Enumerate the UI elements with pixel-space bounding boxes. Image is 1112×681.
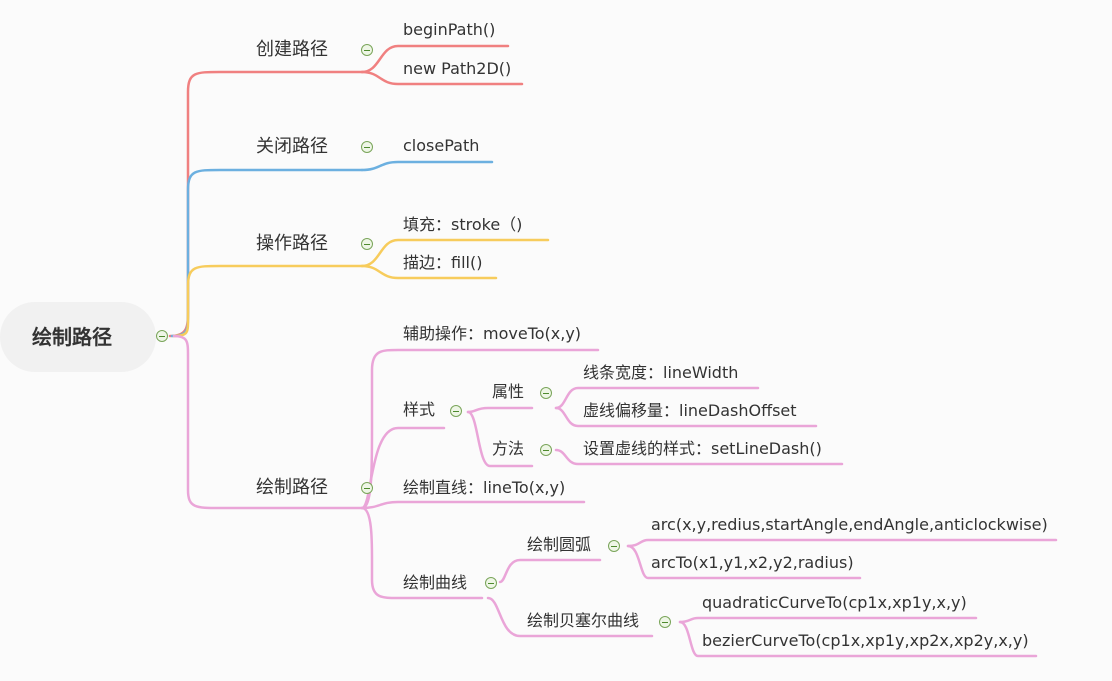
node-draw-bezier[interactable]: 绘制贝塞尔曲线 xyxy=(527,611,640,630)
connector-style xyxy=(360,426,446,510)
collapse-icon[interactable] xyxy=(450,405,462,417)
leaf-arcto[interactable]: arcTo(x1,y1,x2,y2,radius) xyxy=(651,553,854,572)
branch-draw-path[interactable]: 绘制路径 xyxy=(256,477,328,498)
node-draw-arc[interactable]: 绘制圆弧 xyxy=(527,535,592,554)
connector-fill-stroke xyxy=(360,238,550,268)
node-moveto[interactable]: 辅助操作：moveTo(x,y) xyxy=(403,324,582,343)
connector-bezier-group xyxy=(486,596,654,638)
leaf-linewidth[interactable]: 线条宽度：lineWidth xyxy=(583,363,739,382)
root-node[interactable] xyxy=(0,302,156,372)
collapse-icon[interactable] xyxy=(485,577,497,589)
connector-root-draw xyxy=(172,334,364,510)
connector-root-operate xyxy=(172,264,364,338)
collapse-icon[interactable] xyxy=(608,540,620,552)
connector-close-path xyxy=(360,160,494,172)
branch-operate-path[interactable]: 操作路径 xyxy=(256,233,328,254)
connector-stroke-fill xyxy=(360,264,498,280)
connector-arcto xyxy=(626,544,862,580)
node-style[interactable]: 样式 xyxy=(403,400,436,419)
leaf-fill-stroke[interactable]: 填充：stroke（) xyxy=(403,215,523,234)
branch-create-path[interactable]: 创建路径 xyxy=(256,39,328,60)
collapse-icon[interactable] xyxy=(361,482,373,494)
connector-arc-group xyxy=(498,558,602,584)
branch-close-path[interactable]: 关闭路径 xyxy=(256,136,328,157)
collapse-icon[interactable] xyxy=(156,330,168,342)
leaf-linedashoffset[interactable]: 虚线偏移量：lineDashOffset xyxy=(583,401,797,420)
connector-method xyxy=(466,410,534,468)
leaf-arc[interactable]: arc(x,y,redius,startAngle,endAngle,antic… xyxy=(651,515,1048,534)
collapse-icon[interactable] xyxy=(659,616,671,628)
connector-curve xyxy=(360,506,484,600)
leaf-setlinedash[interactable]: 设置虚线的样式：setLineDash() xyxy=(583,439,822,458)
leaf-stroke-fill[interactable]: 描边：fill() xyxy=(403,253,483,272)
leaf-quadratic-curve[interactable]: quadraticCurveTo(cp1x,xp1y,x,y) xyxy=(702,593,967,612)
connector-arc xyxy=(626,538,1058,548)
connector-linedashoffset xyxy=(554,406,818,428)
collapse-icon[interactable] xyxy=(361,44,373,56)
node-lineto[interactable]: 绘制直线：lineTo(x,y) xyxy=(403,478,566,497)
connector-root-create xyxy=(168,70,364,338)
collapse-icon[interactable] xyxy=(361,238,373,250)
collapse-icon[interactable] xyxy=(361,141,373,153)
connector-begin-path xyxy=(360,44,510,74)
connector-new-path2d xyxy=(360,70,524,86)
connector-bezier xyxy=(678,620,1038,658)
connector-attr xyxy=(466,406,534,414)
connector-moveto xyxy=(360,348,600,510)
connector-setlinedash xyxy=(554,448,844,466)
node-methods[interactable]: 方法 xyxy=(492,439,525,458)
node-draw-curve[interactable]: 绘制曲线 xyxy=(403,573,468,592)
leaf-begin-path[interactable]: beginPath() xyxy=(403,20,496,39)
root-label: 绘制路径 xyxy=(32,325,112,349)
leaf-close-path[interactable]: closePath xyxy=(403,136,480,155)
connector-lineto xyxy=(360,500,586,510)
collapse-icon[interactable] xyxy=(540,444,552,456)
collapse-icon[interactable] xyxy=(540,387,552,399)
leaf-new-path2d[interactable]: new Path2D() xyxy=(403,59,512,78)
connector-quadratic xyxy=(678,616,978,624)
node-attributes[interactable]: 属性 xyxy=(492,382,525,401)
leaf-bezier-curve[interactable]: bezierCurveTo(cp1x,xp1y,xp2x,xp2y,x,y) xyxy=(702,631,1029,650)
